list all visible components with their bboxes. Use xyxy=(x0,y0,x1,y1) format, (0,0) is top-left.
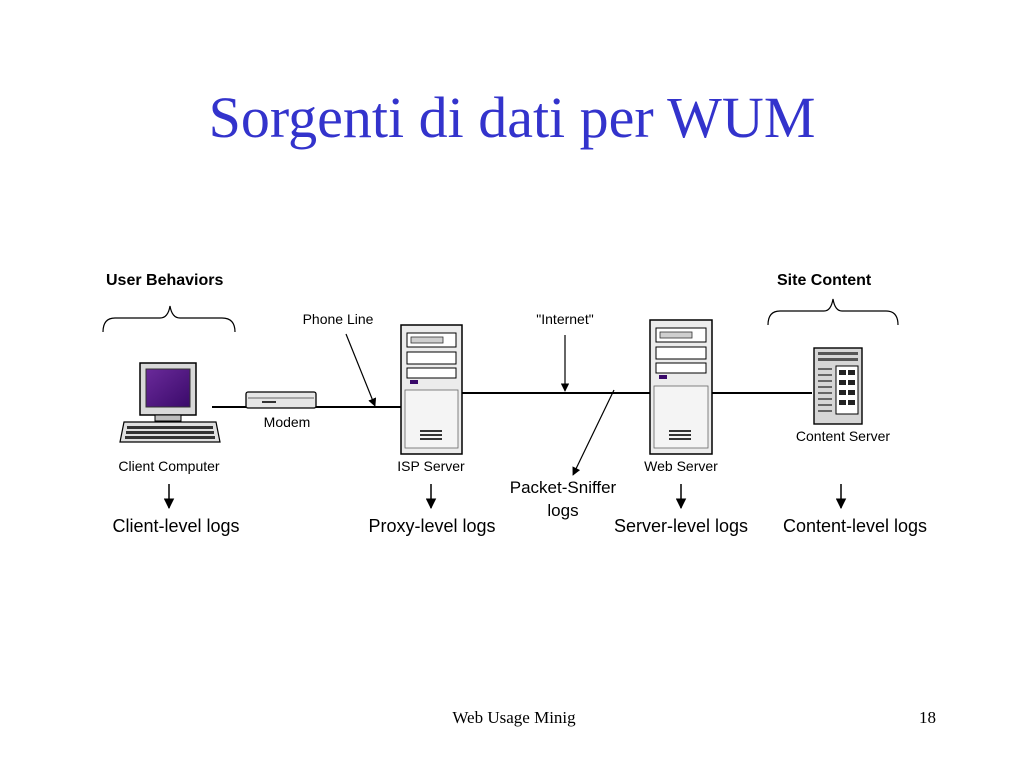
isp-server-label: ISP Server xyxy=(397,458,465,474)
packet-sniffer-pointer xyxy=(572,389,615,476)
page-number: 18 xyxy=(919,708,936,727)
packet-sniffer-label-line1: Packet-Sniffer xyxy=(510,478,617,497)
isp-server-icon xyxy=(400,324,463,455)
client-level-logs-label: Client-level logs xyxy=(112,516,239,536)
content-server-icon xyxy=(813,347,863,425)
content-server-label: Content Server xyxy=(796,428,890,444)
user-behaviors-label: User Behaviors xyxy=(106,272,223,289)
user-behaviors-brace xyxy=(102,305,236,333)
slide-title: Sorgenti di dati per WUM xyxy=(208,85,816,150)
modem-icon xyxy=(245,391,317,409)
packet-sniffer-label-line2: logs xyxy=(547,501,578,520)
web-server-icon xyxy=(649,319,713,455)
proxy-level-logs-label: Proxy-level logs xyxy=(368,516,495,536)
internet-label: "Internet" xyxy=(536,311,593,327)
footer-text: Web Usage Minig xyxy=(452,708,576,727)
client-computer-label: Client Computer xyxy=(118,458,219,474)
site-content-label: Site Content xyxy=(777,272,872,289)
content-level-logs-label: Content-level logs xyxy=(783,516,927,536)
phone-line-pointer xyxy=(345,333,377,407)
modem-label: Modem xyxy=(264,414,311,430)
server-level-logs-label: Server-level logs xyxy=(614,516,748,536)
web-server-label: Web Server xyxy=(644,458,718,474)
phone-line-label: Phone Line xyxy=(303,311,374,327)
client-computer-icon xyxy=(119,362,221,443)
site-content-brace xyxy=(767,298,899,326)
